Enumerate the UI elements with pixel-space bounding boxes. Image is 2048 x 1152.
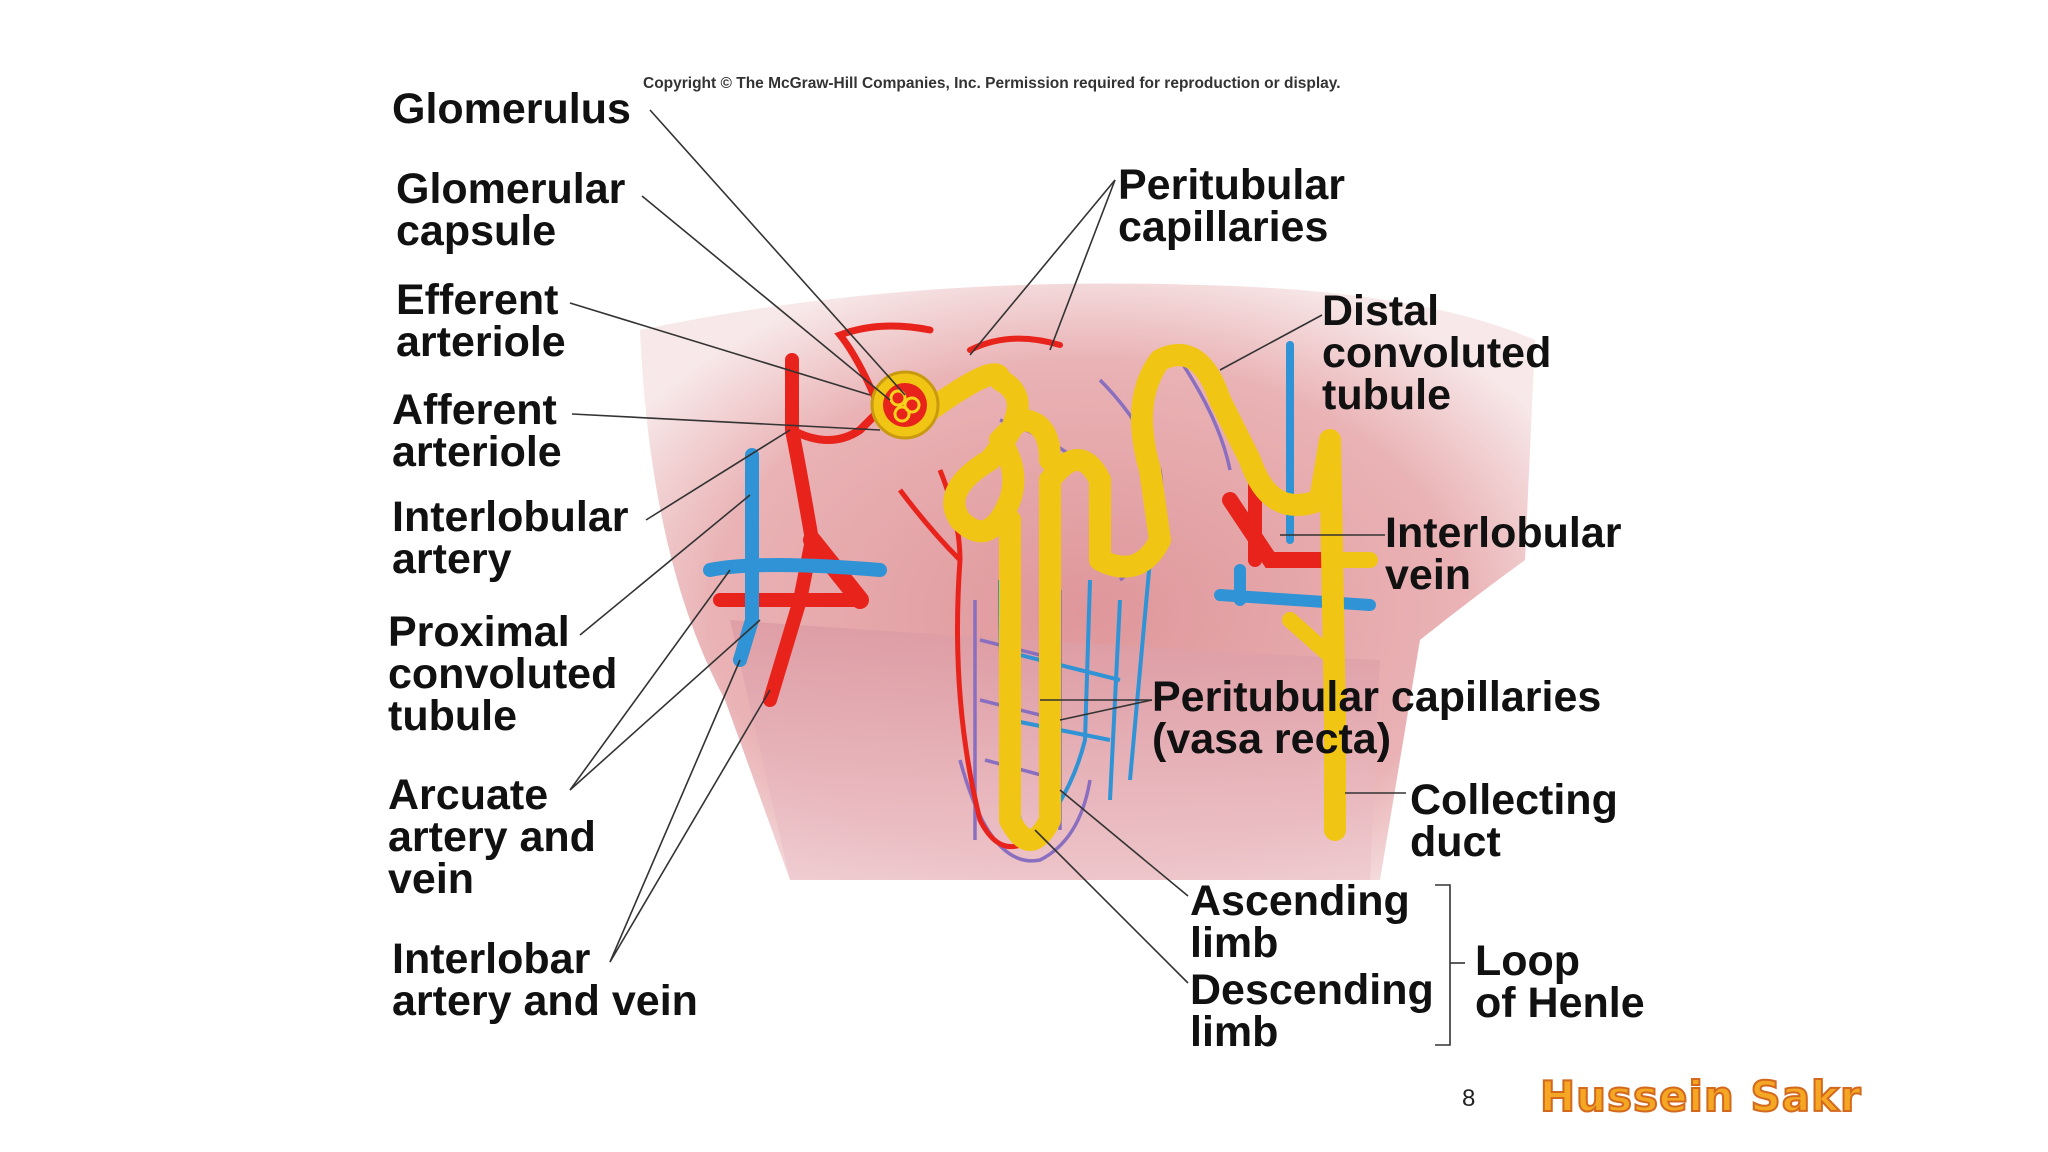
label-interlobular-vein: Interlobular vein (1385, 509, 1622, 599)
label-interlobular-artery: Interlobular artery (392, 493, 629, 583)
label-afferent-arteriole: Afferent arteriole (392, 386, 562, 476)
label-line: Collecting (1410, 776, 1618, 824)
label-collecting-duct: Collecting duct (1410, 776, 1618, 866)
label-glomerulus: Glomerulus (392, 85, 631, 133)
label-line: artery and vein (392, 977, 698, 1025)
label-line: Afferent (392, 386, 557, 434)
label-line: convoluted (388, 650, 618, 698)
label-glomerular-capsule: Glomerular capsule (396, 165, 626, 255)
label-line: capillaries (1118, 203, 1329, 251)
copyright-notice: Copyright © The McGraw-Hill Companies, I… (643, 75, 1341, 92)
tubule (919, 344, 1378, 851)
label-line: limb (1190, 1008, 1279, 1056)
label-line: vein (388, 855, 475, 903)
label-line: convoluted (1322, 329, 1552, 377)
author-watermark: Hussein Sakr (1539, 1071, 1862, 1122)
label-proximal-convoluted-tubule: Proximal convoluted tubule (388, 608, 618, 740)
label-descending-limb: Descending limb (1190, 966, 1434, 1056)
label-line: duct (1410, 818, 1501, 866)
label-line: Interlobular (1385, 509, 1622, 557)
label-peritubular-capillaries: Peritubular capillaries (1118, 161, 1345, 251)
label-line: Interlobular (392, 493, 629, 541)
label-interlobar-artery-and-vein: Interlobar artery and vein (392, 935, 698, 1025)
label-ascending-limb: Ascending limb (1190, 877, 1410, 967)
label-distal-convoluted-tubule: Distal convoluted tubule (1322, 287, 1552, 419)
label-line: of Henle (1475, 979, 1645, 1027)
label-vasa-recta: Peritubular capillaries (vasa recta) (1152, 673, 1602, 763)
label-line: Arcuate (388, 771, 549, 819)
leader-lines (569, 109, 1465, 1046)
label-line: Glomerulus (392, 85, 631, 133)
label-line: Descending (1190, 966, 1434, 1014)
label-loop-of-henle: Loop of Henle (1475, 937, 1645, 1027)
label-line: Efferent (396, 276, 559, 324)
label-line: Loop (1475, 937, 1581, 985)
label-line: Proximal (388, 608, 570, 656)
label-line: vein (1385, 551, 1472, 599)
label-efferent-arteriole: Efferent arteriole (396, 276, 566, 366)
page-number: 8 (1462, 1085, 1476, 1112)
label-line: tubule (1322, 371, 1451, 419)
label-line: limb (1190, 919, 1279, 967)
label-line: (vasa recta) (1152, 715, 1392, 763)
label-line: artery (392, 535, 512, 583)
label-arcuate-artery-and-vein: Arcuate artery and vein (388, 771, 596, 903)
label-line: Peritubular capillaries (1152, 673, 1602, 721)
label-line: arteriole (392, 428, 562, 476)
vein-vessels (703, 341, 1376, 667)
label-line: Distal (1322, 287, 1440, 335)
glomerulus-group (870, 370, 940, 440)
label-line: tubule (388, 692, 517, 740)
label-line: arteriole (396, 318, 566, 366)
label-line: Glomerular (396, 165, 626, 213)
label-line: Ascending (1190, 877, 1410, 925)
label-line: artery and (388, 813, 596, 861)
label-line: Peritubular (1118, 161, 1345, 209)
label-line: capsule (396, 207, 557, 255)
label-line: Interlobar (392, 935, 591, 983)
